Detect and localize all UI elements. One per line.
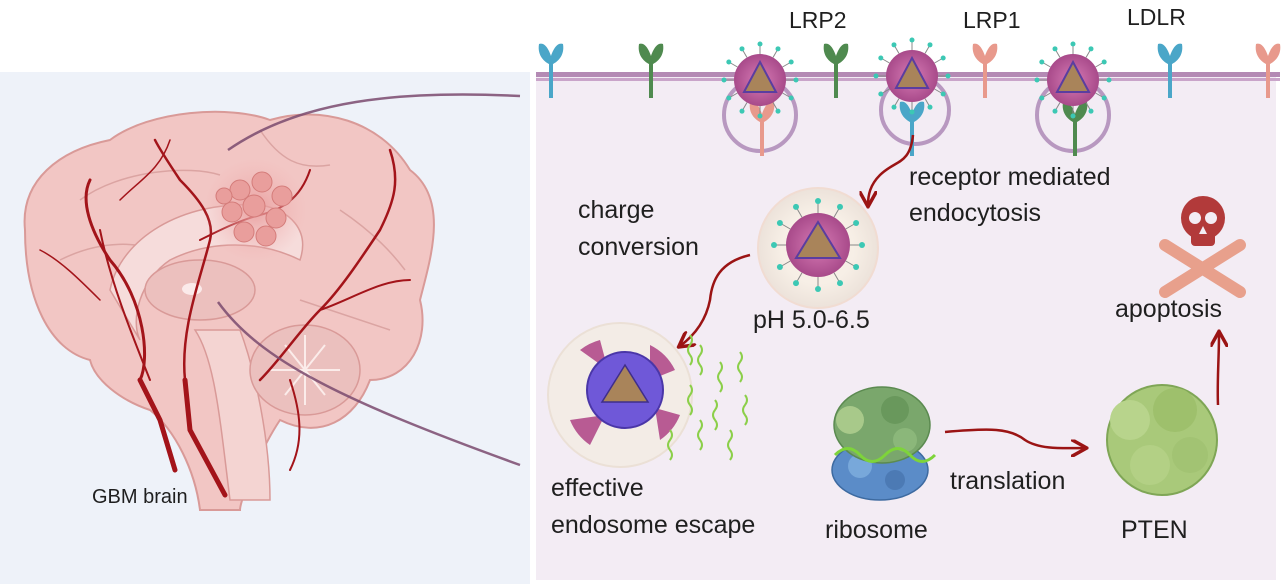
ligand-head: [771, 242, 777, 248]
ligand-head: [776, 264, 783, 270]
label-charge: charge: [578, 196, 655, 224]
mrna-strand: [667, 429, 673, 461]
pten-protein-icon: [1106, 384, 1218, 496]
receptor-label-ldlr: LDLR: [1127, 4, 1186, 30]
receptor-icon: [1255, 43, 1281, 98]
surface-ligands: [771, 198, 865, 292]
label-ribosome: ribosome: [825, 516, 928, 544]
ligand-head: [859, 242, 865, 248]
ribosome-icon: [831, 386, 937, 501]
label-translation: translation: [950, 467, 1066, 495]
ligand-head: [776, 220, 783, 226]
ligand-head: [837, 203, 843, 210]
receptor-icon: [1062, 101, 1088, 156]
nanoparticle-icon: [1034, 41, 1112, 119]
ligand-head: [815, 198, 821, 204]
arrow-charge-conversion: [680, 253, 751, 346]
mrna-strand: [687, 334, 693, 366]
mrna-strand: [697, 344, 703, 376]
receptor-icon: [538, 43, 564, 98]
label-gbm-brain: GBM brain: [92, 486, 188, 508]
label-endosome-escape: endosome escape: [551, 511, 756, 539]
label-effective: effective: [551, 474, 644, 502]
ligand-head: [815, 286, 821, 292]
arrow-translation: [944, 428, 1085, 449]
brain-icon: [23, 110, 435, 511]
ligand-head: [853, 220, 860, 226]
mrna-strand: [742, 394, 748, 426]
released-mrna-strands: [667, 334, 748, 461]
mrna-strand: [712, 399, 718, 431]
skull-crossbones-icon: [1159, 196, 1246, 298]
ligand-head: [793, 203, 799, 210]
mrna-strand: [717, 361, 723, 393]
label-apoptosis: apoptosis: [1115, 295, 1223, 323]
arrow-apoptosis: [1218, 333, 1219, 406]
mrna-strand: [697, 419, 703, 451]
label-endocytosis: endocytosis: [909, 199, 1042, 227]
pathway-arrows: [680, 134, 1219, 449]
receptor-icon: [823, 43, 849, 98]
receptor-label-lrp1: LRP1: [963, 7, 1021, 33]
mrna-strand: [727, 429, 733, 461]
label-conversion: conversion: [578, 233, 699, 261]
ligand-head: [853, 264, 860, 270]
mrna-strand: [737, 351, 743, 383]
receptor-icon: [1157, 43, 1183, 98]
zoom-arc-lower: [216, 301, 521, 467]
label-receptor-mediated: receptor mediated: [909, 163, 1111, 191]
arrow-endocytosis: [868, 134, 915, 205]
tumor-icon: [203, 158, 307, 262]
receptor-icon: [638, 43, 664, 98]
label-pten: PTEN: [1121, 516, 1188, 544]
internalized-receptors: [749, 101, 1088, 156]
receptor-icon: [899, 101, 925, 156]
receptor-icon: [972, 43, 998, 98]
receptor-icon-group: [538, 43, 1281, 98]
nanoparticle-icon: [873, 37, 951, 115]
receptor-label-lrp2: LRP2: [789, 7, 847, 33]
ligand-head: [793, 280, 799, 287]
nanoparticle-icon-group: [721, 37, 1112, 119]
receptor-icon: [749, 101, 775, 156]
zoom-arc-upper: [227, 93, 521, 152]
endosome-escape-icon: [547, 322, 693, 468]
nanoparticle-icon: [721, 41, 799, 119]
ligand-head: [837, 280, 843, 287]
label-ph-range: pH 5.0-6.5: [753, 306, 870, 334]
endosome-icon: [757, 187, 879, 309]
mrna-strand: [687, 384, 693, 416]
